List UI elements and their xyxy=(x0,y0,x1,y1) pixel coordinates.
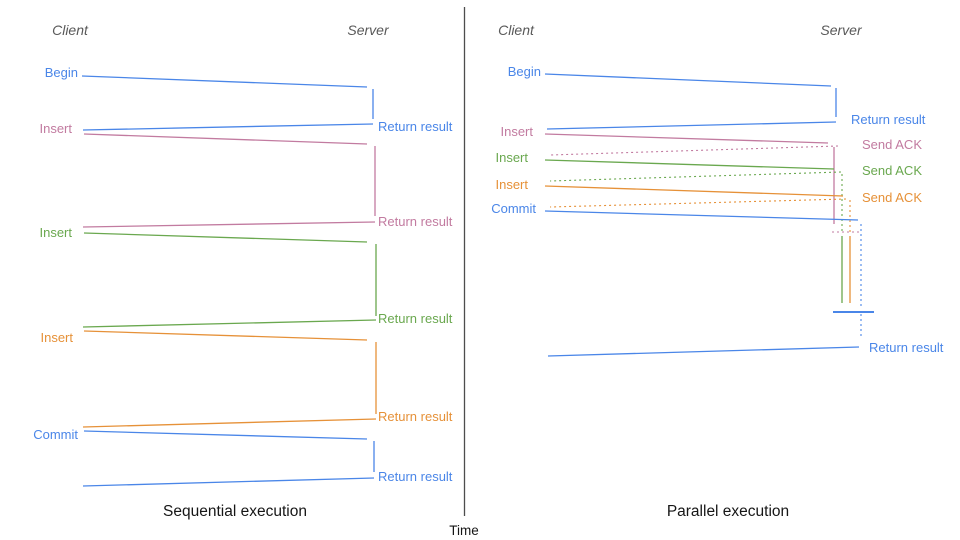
par-insert1-request-line xyxy=(544,133,829,144)
par-begin-request-line xyxy=(544,73,832,87)
par-insert1-ack-label: Send ACK xyxy=(862,137,922,152)
par-insert3-label: Insert xyxy=(495,177,528,192)
seq-begin-result-label: Return result xyxy=(378,119,453,134)
seq-insert3-response-line xyxy=(82,418,377,428)
seq-insert1-response-line xyxy=(82,221,376,228)
seq-insert2-result-label: Return result xyxy=(378,311,453,326)
par-insert2-request-line xyxy=(544,159,835,170)
time-axis-label: Time xyxy=(449,523,479,538)
seq-commit-label: Commit xyxy=(33,427,78,442)
par-insert1-label: Insert xyxy=(500,124,533,139)
seq-begin-response-line xyxy=(82,123,374,131)
par-insert1-ack-line xyxy=(549,145,839,156)
parallel-diagram: Client Server Begin Return result Insert… xyxy=(491,22,944,520)
seq-commit-request-line xyxy=(83,430,368,440)
sequential-diagram: Client Server Begin Return result Insert… xyxy=(33,22,453,520)
par-insert2-label: Insert xyxy=(495,150,528,165)
seq-begin-request-line xyxy=(81,75,368,88)
par-insert2-ack-line xyxy=(549,171,842,182)
seq-insert3-request-line xyxy=(83,330,368,341)
par-insert2-ack-label: Send ACK xyxy=(862,163,922,178)
seq-insert2-request-line xyxy=(83,232,368,243)
seq-client-header: Client xyxy=(52,22,89,38)
seq-commit-result-label: Return result xyxy=(378,469,453,484)
seq-insert3-label: Insert xyxy=(40,330,73,345)
par-insert3-ack-label: Send ACK xyxy=(862,190,922,205)
par-client-header: Client xyxy=(498,22,535,38)
par-insert3-ack-line xyxy=(549,198,847,208)
par-insert3-request-line xyxy=(544,185,844,197)
seq-insert1-request-line xyxy=(83,133,368,145)
par-commit-response-line xyxy=(547,346,860,357)
seq-insert3-result-label: Return result xyxy=(378,409,453,424)
par-server-header: Server xyxy=(820,22,863,38)
par-commit-label: Commit xyxy=(491,201,536,216)
par-begin-label: Begin xyxy=(508,64,541,79)
seq-insert1-label: Insert xyxy=(39,121,72,136)
seq-server-header: Server xyxy=(347,22,390,38)
seq-commit-response-line xyxy=(82,477,375,487)
sequential-caption: Sequential execution xyxy=(163,503,307,520)
seq-insert2-label: Insert xyxy=(39,225,72,240)
par-begin-response-line xyxy=(546,121,837,130)
par-commit-result-label: Return result xyxy=(869,340,944,355)
seq-begin-label: Begin xyxy=(45,65,78,80)
parallel-caption: Parallel execution xyxy=(667,503,789,520)
par-begin-result-label: Return result xyxy=(851,112,926,127)
seq-insert2-response-line xyxy=(82,319,377,328)
seq-insert1-result-label: Return result xyxy=(378,214,453,229)
par-commit-request-line xyxy=(544,210,859,221)
